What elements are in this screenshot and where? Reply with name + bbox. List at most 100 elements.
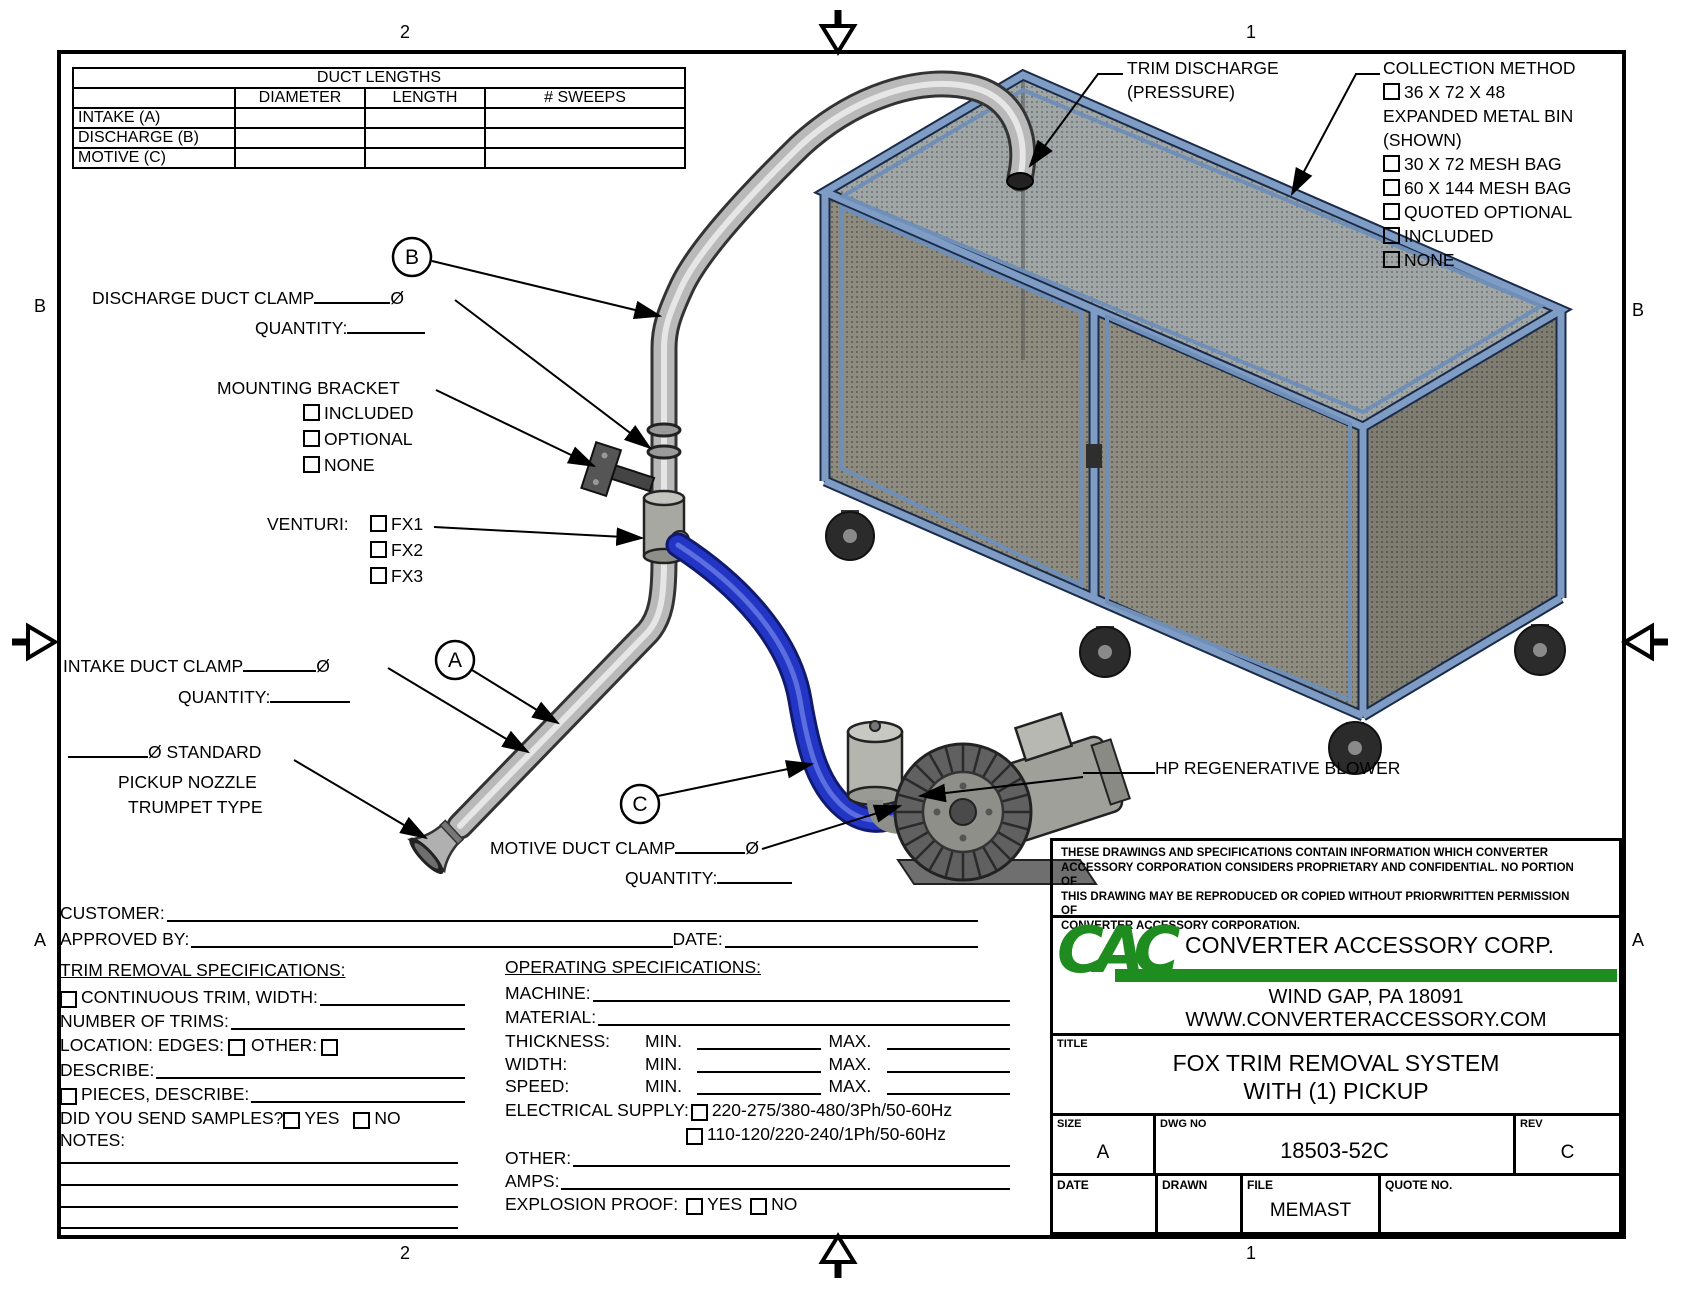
- width-max-field[interactable]: [886, 1069, 1010, 1073]
- duct-table-title: DUCT LENGTHS: [72, 67, 686, 89]
- location-label: LOCATION: EDGES:: [60, 1035, 225, 1055]
- size-label: SIZE: [1057, 1118, 1082, 1130]
- collection-mesh60-checkbox[interactable]: [1383, 179, 1400, 196]
- cart-door-latch: [1086, 444, 1102, 468]
- speed-max-field[interactable]: [886, 1091, 1010, 1095]
- row-discharge: DISCHARGE (B): [72, 127, 236, 149]
- collection-opt6: NONE: [1404, 250, 1455, 270]
- explosion-no-checkbox[interactable]: [750, 1198, 768, 1215]
- intake-clamp-dia-field[interactable]: [243, 656, 317, 672]
- company-address: WIND GAP, PA 18091: [1268, 986, 1464, 1008]
- blower-hp-field[interactable]: [1083, 758, 1155, 774]
- speed-min-field[interactable]: [697, 1091, 821, 1095]
- collection-quoted-checkbox[interactable]: [1383, 203, 1400, 220]
- width-min-field[interactable]: [697, 1069, 821, 1073]
- motive-length-cell[interactable]: [364, 147, 486, 169]
- notes-line-1[interactable]: [60, 1162, 458, 1164]
- dia-symbol: Ø: [390, 288, 404, 308]
- notes-line-3[interactable]: [60, 1206, 458, 1208]
- nozzle-dia-field[interactable]: [68, 742, 148, 758]
- venturi-fx2-checkbox[interactable]: [370, 541, 387, 558]
- balloon-c: C: [619, 783, 661, 825]
- file-value: MEMAST: [1269, 1200, 1352, 1221]
- samples-label: DID YOU SEND SAMPLES?: [60, 1108, 284, 1128]
- customer-field[interactable]: [166, 918, 978, 922]
- pieces-label: PIECES, DESCRIBE:: [81, 1084, 250, 1104]
- collection-opt5: INCLUDED: [1404, 226, 1494, 246]
- drawing-border: [57, 50, 1626, 1239]
- machine-field[interactable]: [592, 998, 1010, 1002]
- nozzle-label2: PICKUP NOZZLE: [118, 772, 257, 792]
- explosion-yes-checkbox[interactable]: [686, 1198, 704, 1215]
- venturi-fx1-checkbox[interactable]: [370, 515, 387, 532]
- cart-casters: [825, 510, 1566, 775]
- other-field[interactable]: [573, 1163, 1010, 1167]
- discharge-diameter-cell[interactable]: [234, 127, 366, 149]
- width-max-label: MAX.: [828, 1054, 872, 1074]
- mounting-opt3: NONE: [324, 455, 375, 475]
- motive-clamp-dia-field[interactable]: [675, 838, 746, 854]
- notes-line-2[interactable]: [60, 1184, 458, 1186]
- venturi-fx3-checkbox[interactable]: [370, 567, 387, 584]
- mounting-included-checkbox[interactable]: [303, 404, 320, 421]
- drawing-title-line1: FOX TRIM REMOVAL SYSTEM: [1172, 1050, 1500, 1076]
- motive-qty-field[interactable]: [717, 868, 793, 884]
- intake-length-cell[interactable]: [364, 107, 486, 129]
- describe-field[interactable]: [156, 1075, 465, 1079]
- collection-none-checkbox[interactable]: [1383, 251, 1400, 268]
- pieces-checkbox[interactable]: [60, 1088, 77, 1105]
- material-field[interactable]: [598, 1022, 1010, 1026]
- collection-included-checkbox[interactable]: [1383, 227, 1400, 244]
- continuous-width-field[interactable]: [319, 1002, 465, 1006]
- thickness-min-field[interactable]: [697, 1046, 821, 1050]
- number-of-trims-field[interactable]: [230, 1026, 465, 1030]
- collection-mesh30-checkbox[interactable]: [1383, 155, 1400, 172]
- explosion-no-label: NO: [771, 1194, 798, 1214]
- supply-1ph-checkbox[interactable]: [686, 1128, 703, 1145]
- pieces-field[interactable]: [251, 1099, 465, 1103]
- intake-clamp-label: INTAKE DUCT CLAMP: [63, 656, 244, 676]
- dia-symbol2: Ø: [316, 656, 330, 676]
- other-location-checkbox[interactable]: [321, 1039, 339, 1056]
- zone-bottom-right: 1: [1246, 1243, 1257, 1263]
- notes-line-4[interactable]: [60, 1227, 458, 1229]
- zone-top-left: 2: [400, 22, 411, 42]
- mounting-optional-checkbox[interactable]: [303, 430, 320, 447]
- title-block: THESE DRAWINGS AND SPECIFICATIONS CONTAI…: [1050, 838, 1622, 1235]
- proprietary-box: THESE DRAWINGS AND SPECIFICATIONS CONTAI…: [1053, 841, 1619, 932]
- motive-diameter-cell[interactable]: [234, 147, 366, 169]
- date-field[interactable]: [724, 944, 978, 948]
- intake-qty-field[interactable]: [270, 687, 351, 703]
- mounting-none-checkbox[interactable]: [303, 456, 320, 473]
- discharge-qty-field[interactable]: [347, 318, 426, 334]
- dia-symbol3: Ø: [745, 838, 760, 858]
- discharge-length-cell[interactable]: [364, 127, 486, 149]
- thickness-min-label: MIN.: [645, 1031, 682, 1051]
- samples-no-checkbox[interactable]: [353, 1112, 371, 1129]
- company-box: CAC CONVERTER ACCESSORY CORP. WIND GAP, …: [1053, 914, 1619, 1036]
- intake-sweeps-cell[interactable]: [484, 107, 686, 129]
- discharge-sweeps-cell[interactable]: [484, 127, 686, 149]
- size-dwg-rev-row: SIZE A DWG NO 18503-52C REV C: [1053, 1116, 1619, 1176]
- thickness-max-field[interactable]: [886, 1046, 1010, 1050]
- mounting-bracket-title: MOUNTING BRACKET: [217, 378, 400, 398]
- discharge-clamp-dia-field[interactable]: [314, 288, 391, 304]
- edges-checkbox[interactable]: [228, 1039, 246, 1056]
- trim-discharge-label: TRIM DISCHARGE: [1127, 58, 1279, 78]
- speed-max-label: MAX.: [828, 1076, 872, 1096]
- collection-bin-checkbox[interactable]: [1383, 83, 1400, 100]
- notes-label: NOTES:: [60, 1130, 126, 1150]
- supply-3ph-checkbox[interactable]: [690, 1104, 708, 1121]
- amps-field[interactable]: [561, 1186, 1010, 1190]
- samples-yes-checkbox[interactable]: [283, 1112, 301, 1129]
- machine-label: MACHINE:: [505, 983, 591, 1003]
- samples-yes-label: YES: [304, 1108, 340, 1128]
- other-label: OTHER:: [505, 1148, 572, 1168]
- leader-lines: [293, 73, 1380, 850]
- continuous-trim-checkbox[interactable]: [60, 991, 77, 1008]
- trim-removal-title: TRIM REMOVAL SPECIFICATIONS:: [60, 960, 346, 980]
- approved-by-field[interactable]: [191, 944, 673, 948]
- company-name: CONVERTER ACCESSORY CORP.: [1185, 932, 1554, 958]
- motive-sweeps-cell[interactable]: [484, 147, 686, 169]
- intake-diameter-cell[interactable]: [234, 107, 366, 129]
